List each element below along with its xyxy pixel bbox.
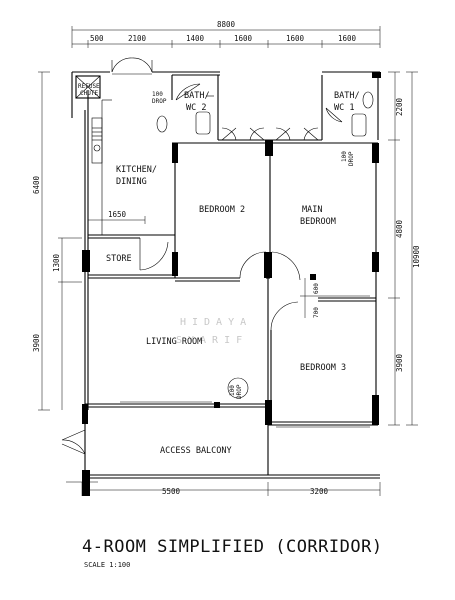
fixtures [75,75,374,399]
dim-bottom-1: 5500 [162,487,181,496]
main-bedroom-label-1: MAIN [302,205,322,215]
bath-wc1-label-1: BATH/ [334,91,360,101]
dim-top-1: 500 [90,34,104,43]
dim-right-2: 4800 [395,219,404,238]
dim-left-3: 3900 [32,333,41,352]
windows [120,295,370,428]
drop2-label-1: 100 [341,151,348,162]
structural-columns [82,72,381,496]
drop3-label-2: DROP [236,384,243,399]
access-balcony-label: ACCESS BALCONY [160,446,232,456]
bath-wc2-label-2: WC 2 [186,103,206,113]
dim-top-4: 1600 [234,34,253,43]
kitchen-label-2: DINING [116,177,147,187]
dim-top-5: 1600 [286,34,305,43]
dimension-lines [38,26,418,496]
refuse-chute-box [75,75,101,99]
bath-wc1-label-2: WC 1 [334,103,354,113]
store-label: STORE [106,254,132,264]
drop-labels: 100 DROP 100 DROP 100 DROP [152,91,355,399]
drop1-label-2: DROP [152,98,167,105]
drop3-label-1: 100 [229,385,236,396]
drop2-label-2: DROP [348,151,355,166]
watermark-line-1: HIDAYA [180,317,252,328]
dimension-labels: 8800 500 2100 1400 1600 1600 1600 5500 3… [32,20,421,496]
dim-top-3: 1400 [186,34,205,43]
refuse-label-2: CHUTE [80,90,98,97]
kitchen-label-1: KITCHEN/ [116,165,157,175]
main-bedroom-label-2: BEDROOM [300,217,336,227]
dim-door-600: 600 [313,283,320,294]
dim-top-2: 2100 [128,34,147,43]
dim-top-total: 8800 [217,20,236,29]
dim-right-total: 10900 [412,245,421,268]
dim-bottom-2: 3200 [310,487,329,496]
dim-left-2: 1300 [52,253,61,272]
living-room-label: LIVING ROOM [146,337,202,347]
bedroom3-label: BEDROOM 3 [300,363,346,373]
drop1-label-1: 100 [152,91,163,98]
dim-door-700: 700 [313,307,320,318]
dim-top-6: 1600 [338,34,357,43]
dim-store-width: 1650 [108,210,127,219]
doors [61,57,343,455]
bath-wc2-label-1: BATH/ [184,91,210,101]
watermark-line-2: SYARIF [176,335,248,346]
bedroom2-label: BEDROOM 2 [199,205,245,215]
plan-title: 4-ROOM SIMPLIFIED (CORRIDOR) [82,537,383,557]
refuse-label-1: REFUSE [78,83,100,90]
dim-right-1: 2200 [395,97,404,116]
room-labels: REFUSE CHUTE BATH/ WC 2 BATH/ WC 1 KITCH… [78,83,360,456]
dim-left-1: 6400 [32,175,41,194]
walls [71,71,380,482]
plan-scale: SCALE 1:100 [84,561,131,569]
dim-right-3: 3900 [395,353,404,372]
